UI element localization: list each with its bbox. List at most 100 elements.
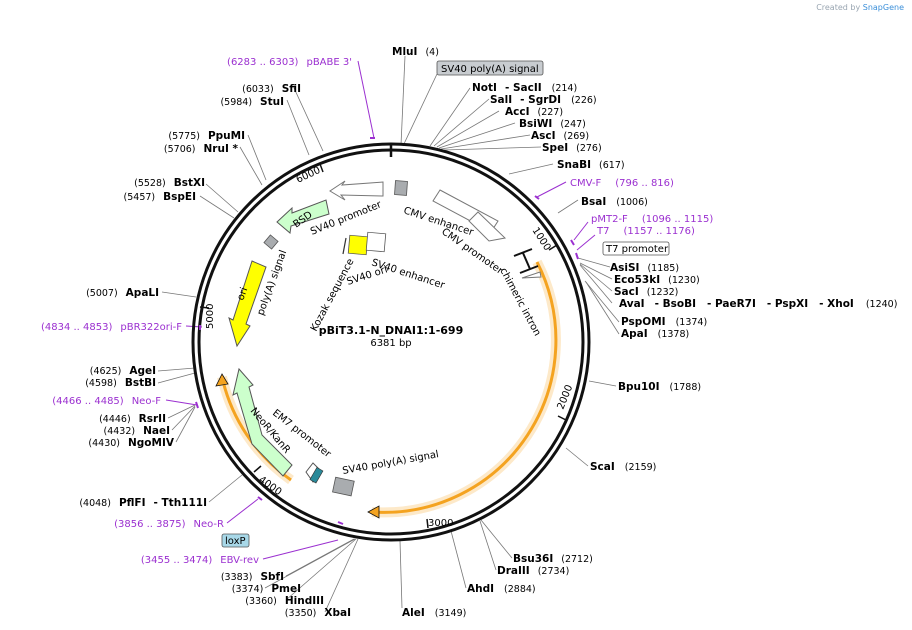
site-label[interactable]: (6033)SfiI xyxy=(242,83,301,95)
site-label[interactable]: BsiWI(247) xyxy=(519,118,586,130)
svg-text:SV40 poly(A) signal: SV40 poly(A) signal xyxy=(441,64,539,75)
svg-text:loxP: loxP xyxy=(225,536,246,547)
site-label[interactable]: (4598)BstBI xyxy=(85,377,156,389)
primer-label[interactable]: pMT2-F(1096 .. 1115) xyxy=(591,214,713,225)
tick-label: 1000 xyxy=(529,226,552,253)
sv40-enhancer-shape xyxy=(365,231,387,253)
plasmid-name: pBiT3.1-N_DNAI1:1-699 xyxy=(319,324,463,337)
site-label[interactable]: (4432)NaeI xyxy=(104,425,171,437)
svg-text:pMT2-F(1096 .. 1115): pMT2-F(1096 .. 1115) xyxy=(591,214,713,225)
site-label[interactable]: Eco53kI(1230) xyxy=(614,274,700,286)
site-label[interactable]: (4048)PflFI- Tth111I xyxy=(79,497,207,509)
svg-text:SnaBI(617): SnaBI(617) xyxy=(557,159,625,171)
svg-text:DraIII(2734): DraIII(2734) xyxy=(497,565,569,577)
site-label[interactable]: AhdI(2884) xyxy=(467,583,536,595)
site-label[interactable]: AccI(227) xyxy=(505,106,563,118)
restriction-sites: MluI(4) NotI- SacII(214) SalI- SgrDI(226… xyxy=(79,46,897,619)
svg-text:(5457)BspEI: (5457)BspEI xyxy=(124,191,196,203)
orf2-arrowhead xyxy=(215,373,229,387)
svg-text:(6283 .. 6303)pBABE 3': (6283 .. 6303)pBABE 3' xyxy=(227,57,352,68)
site-label[interactable]: AleI(3149) xyxy=(402,607,466,619)
site-label[interactable]: SnaBI(617) xyxy=(557,159,625,171)
kozak-mark xyxy=(342,237,347,255)
svg-text:(5775)PpuMI: (5775)PpuMI xyxy=(168,130,245,142)
leader-lines xyxy=(157,55,620,613)
svg-text:BsaI(1006): BsaI(1006) xyxy=(581,196,648,208)
svg-text:SalI- SgrDI(226): SalI- SgrDI(226) xyxy=(490,94,597,106)
svg-text:Bpu10I(1788): Bpu10I(1788) xyxy=(618,381,701,393)
neor-shape xyxy=(232,367,293,477)
svg-text:(3360)HindIII: (3360)HindIII xyxy=(245,595,324,607)
tick-label: 3000 xyxy=(428,518,453,529)
svg-text:(5528)BstXI: (5528)BstXI xyxy=(134,177,205,189)
svg-text:(4430)NgoMIV: (4430)NgoMIV xyxy=(88,437,174,449)
svg-text:NotI- SacII(214): NotI- SacII(214) xyxy=(472,82,577,94)
svg-text:ApaI(1378): ApaI(1378) xyxy=(621,328,689,340)
site-label[interactable]: (3383)SbfI xyxy=(221,571,284,583)
site-label[interactable]: (4446)RsrII xyxy=(99,413,166,425)
site-label[interactable]: ApaI(1378) xyxy=(621,328,689,340)
svg-text:(4432)NaeI: (4432)NaeI xyxy=(104,425,171,437)
primer-label[interactable]: (4466 .. 4485)Neo-F xyxy=(52,396,161,407)
primer-label[interactable]: CMV-F(796 .. 816) xyxy=(570,178,674,189)
site-label[interactable]: SacI(1232) xyxy=(614,286,678,298)
svg-text:SpeI(276): SpeI(276) xyxy=(542,142,602,154)
svg-text:(4446)RsrII: (4446)RsrII xyxy=(99,413,166,425)
site-label[interactable]: (5007)ApaLI xyxy=(86,287,159,299)
svg-text:(4466 .. 4485)Neo-F: (4466 .. 4485)Neo-F xyxy=(52,396,161,407)
site-label[interactable]: NotI- SacII(214) xyxy=(472,82,577,94)
site-label[interactable]: (5984)StuI xyxy=(220,96,284,108)
primers: (6283 .. 6303)pBABE 3' CMV-F(796 .. 816)… xyxy=(41,57,713,566)
site-label[interactable]: AscI(269) xyxy=(531,130,589,142)
site-label[interactable]: AvaI- BsoBI - PaeR7I - PspXI - XhoI(1240… xyxy=(619,298,897,310)
svg-text:AvaI- BsoBI - PaeR7I - Psp: AvaI- BsoBI - PaeR7I - PspXI - XhoI(1240… xyxy=(619,298,897,310)
site-label[interactable]: Bpu10I(1788) xyxy=(618,381,701,393)
site-label[interactable]: (3374)PmeI xyxy=(232,583,301,595)
site-label[interactable]: SalI- SgrDI(226) xyxy=(490,94,597,106)
svg-text:(3455 .. 3474)EBV-rev: (3455 .. 3474)EBV-rev xyxy=(141,555,259,566)
svg-text:(4625)AgeI: (4625)AgeI xyxy=(90,365,156,377)
svg-text:T7 promoter: T7 promoter xyxy=(605,244,669,255)
site-label[interactable]: (5775)PpuMI xyxy=(168,130,245,142)
site-label[interactable]: (4625)AgeI xyxy=(90,365,156,377)
ori-shape xyxy=(228,260,267,348)
site-label[interactable]: (5528)BstXI xyxy=(134,177,205,189)
site-label[interactable]: (5706)NruI * xyxy=(164,143,239,155)
cmv-promoter-shape xyxy=(468,211,507,242)
site-label[interactable]: (3350)XbaI xyxy=(285,607,351,619)
feature-label: ori xyxy=(235,286,250,302)
site-label[interactable]: (3360)HindIII xyxy=(245,595,324,607)
site-label[interactable]: MluI(4) xyxy=(392,46,439,58)
site-label[interactable]: DraIII(2734) xyxy=(497,565,569,577)
svg-text:AscI(269): AscI(269) xyxy=(531,130,589,142)
primer-label[interactable]: (3856 .. 3875)Neo-R xyxy=(114,519,224,530)
primer-label[interactable]: (6283 .. 6303)pBABE 3' xyxy=(227,57,352,68)
boxed-label-t7-promoter: T7 promoter xyxy=(602,241,670,256)
teal-box xyxy=(309,467,324,484)
site-label[interactable]: BsaI(1006) xyxy=(581,196,648,208)
site-label[interactable]: PspOMI(1374) xyxy=(621,316,707,328)
site-label[interactable]: Bsu36I(2712) xyxy=(513,553,593,565)
svg-text:T7(1157 .. 1176): T7(1157 .. 1176) xyxy=(596,226,695,237)
tick-label: 4000 xyxy=(256,474,283,498)
grey-feature-box xyxy=(394,180,408,196)
primer-label[interactable]: (3455 .. 3474)EBV-rev xyxy=(141,555,259,566)
primer-label[interactable]: T7(1157 .. 1176) xyxy=(596,226,695,237)
svg-text:(3856 .. 3875)Neo-R: (3856 .. 3875)Neo-R xyxy=(114,519,224,530)
primer-label[interactable]: (4834 .. 4853)pBR322ori-F xyxy=(41,322,182,333)
site-label[interactable]: (5457)BspEI xyxy=(124,191,196,203)
svg-text:BsiWI(247): BsiWI(247) xyxy=(519,118,586,130)
orf-arrowhead xyxy=(367,505,380,519)
site-label[interactable]: SpeI(276) xyxy=(542,142,602,154)
site-label[interactable]: ScaI(2159) xyxy=(590,461,656,473)
svg-text:AhdI(2884): AhdI(2884) xyxy=(467,583,536,595)
svg-text:(4048)PflFI- Tth111I: (4048)PflFI- Tth111I xyxy=(79,497,207,509)
tick-label: 5000 xyxy=(205,304,216,329)
site-label[interactable]: AsiSI(1185) xyxy=(610,262,679,274)
svg-text:SacI(1232): SacI(1232) xyxy=(614,286,678,298)
site-label[interactable]: (4430)NgoMIV xyxy=(88,437,174,449)
grey-box-bottom xyxy=(332,476,355,497)
svg-text:Eco53kI(1230): Eco53kI(1230) xyxy=(614,274,700,286)
sv40-promoter-shape xyxy=(329,180,384,201)
